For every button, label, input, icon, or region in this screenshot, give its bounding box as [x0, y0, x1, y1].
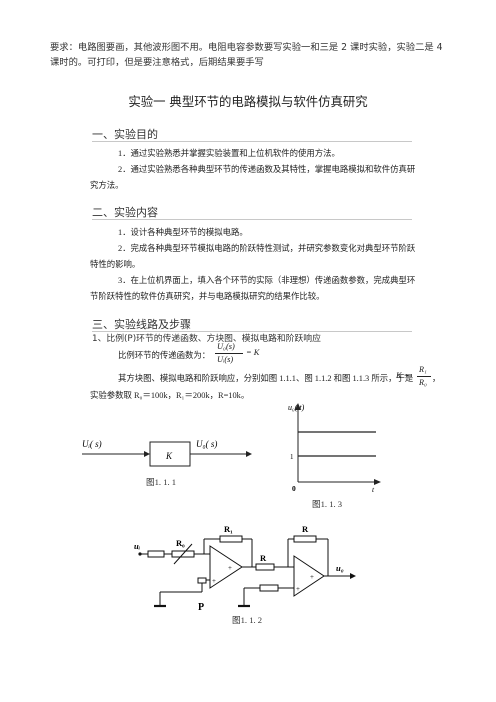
section2-p1: 1．设计各种典型环节的模拟电路。 [118, 228, 248, 237]
desc-fraction-bar [417, 376, 431, 377]
block-diagram: Uᵢ( s) K U₀( s) [82, 439, 252, 467]
block-output-label: U₀( s) [196, 439, 217, 449]
section3-divider [92, 331, 412, 332]
section1-p2: 2．通过实验熟悉各种典型环节的传递函数及其特性，掌握电路模拟和软件仿真研究方法。 [90, 165, 416, 190]
circuit-plus-3: + [310, 573, 314, 581]
circuit-plus-4: + [296, 585, 300, 593]
section3-subheading: 1、比例(P)环节的传递函数、方块图、模拟电路和阶跃响应 [92, 334, 321, 344]
tf-rhs: = K [246, 348, 260, 357]
circuit-ui-label: uᵢ [134, 541, 141, 551]
circuit-uo-label: u₀ [336, 563, 344, 573]
block-input-label: Uᵢ( s) [82, 439, 102, 449]
tf-denominator: Uᵢ(s) [217, 355, 234, 364]
block-input-arrow [144, 451, 150, 457]
experiment-title: 实验一 典型环节的电路模拟与软件仿真研究 [128, 94, 368, 109]
circuit-r-mid-label: R [260, 553, 267, 563]
desc-denominator: R₀ [419, 378, 427, 387]
circuit-plus-2: + [212, 577, 216, 585]
section2-p3: 3．在上位机界面上，填入各个环节的实际（非理想）传递函数参数，完成典型环节阶跃特… [90, 276, 416, 301]
plot-y-arrow [295, 403, 301, 410]
plot-x-arrow [374, 479, 381, 485]
block-output-arrow [246, 451, 252, 457]
desc-text: 其方块图、模拟电路和阶跃响应，分别如图 1.1.1、图 1.1.2 和图 1.1… [118, 374, 414, 383]
circuit-diagram: R₁ R R₀ R uᵢ u₀ P + + + + [134, 524, 356, 613]
section1-heading: 一、实验目的 [92, 128, 158, 141]
plot-xlabel: t [372, 485, 375, 494]
tf-numerator: U₀(s) [217, 342, 235, 351]
desc-numerator: R₁ [419, 365, 427, 374]
desc-comma: ， [432, 374, 441, 383]
step-response-plot: u₀( t) 1 0 t [288, 403, 381, 494]
tf-label: 比例环节的传递函数为： [118, 351, 211, 360]
tf-fraction-bar [215, 353, 243, 354]
section2-divider [92, 219, 412, 220]
section3-heading: 三、实验线路及步骤 [92, 318, 191, 331]
fig112-caption: 图1. 1. 2 [232, 615, 263, 625]
plot-origin: 0 [292, 484, 296, 493]
fig113-caption: 图1. 1. 3 [312, 499, 343, 509]
section2-heading: 二、实验内容 [92, 206, 158, 219]
gain-block-label: K [165, 451, 173, 461]
circuit-r-top-label: R [302, 524, 309, 534]
section1-p1: 1．通过实验熟悉并掌握实验装置和上位机软件的使用方法。 [118, 149, 340, 158]
fig111-caption: 图1. 1. 1 [146, 477, 177, 487]
section1-divider [92, 141, 412, 142]
desc-k: K = [396, 371, 410, 380]
plot-ytick: 1 [290, 453, 294, 461]
circuit-p-label: P [198, 602, 204, 613]
circuit-r1-label: R₁ [224, 524, 233, 534]
circuit-r0-label: R₀ [176, 538, 185, 548]
section2-p2: 2．完成各种典型环节模拟电路的阶跃特性测试，并研究参数变化对典型环节阶跃特性的影… [90, 244, 416, 269]
params-text: 实验参数取 R₀＝100k，R₁＝200k，R=10k。 [90, 391, 250, 400]
circuit-plus-1: + [228, 564, 232, 572]
requirement-note: 要求：电路图要画，其他波形图不用。电阻电容参数要写实验一和三是 2 课时实验，实… [50, 42, 443, 68]
